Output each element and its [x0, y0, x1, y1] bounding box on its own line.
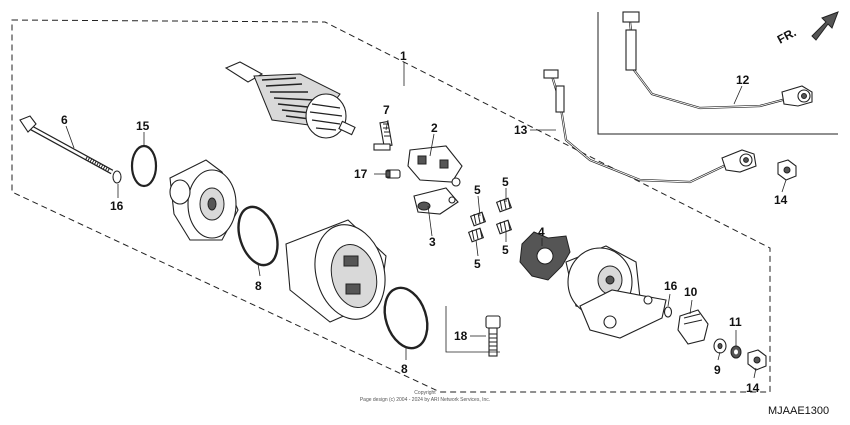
callout-17: 17	[354, 167, 368, 181]
brush-spring-5c[interactable]	[467, 227, 485, 243]
through-bolt-6[interactable]	[19, 115, 114, 175]
callout-15: 15	[136, 119, 150, 133]
o-ring-8-left[interactable]	[232, 202, 285, 270]
leader-lines	[65, 62, 787, 379]
nut-14-upper[interactable]	[777, 159, 797, 181]
callout-4: 4	[538, 225, 545, 239]
starter-cable-12[interactable]	[622, 11, 813, 110]
washer-9[interactable]	[713, 338, 727, 354]
callout-13: 13	[514, 123, 528, 137]
bolt-18[interactable]	[485, 315, 501, 357]
callout-12: 12	[736, 73, 750, 87]
callout-5b: 5	[502, 175, 509, 189]
o-ring-15[interactable]	[130, 144, 158, 188]
callout-18: 18	[454, 329, 468, 343]
callout-3: 3	[429, 235, 436, 249]
diagram-part-code: MJAAE1300	[768, 405, 829, 417]
callout-11: 11	[729, 315, 742, 329]
callout-6: 6	[61, 113, 68, 127]
brush-spring-5d[interactable]	[495, 219, 513, 235]
terminal-10[interactable]	[677, 309, 709, 345]
rear-cover[interactable]	[565, 245, 667, 339]
callout-7: 7	[383, 103, 390, 117]
callout-5d: 5	[474, 257, 481, 271]
o-ring-8-right[interactable]	[377, 282, 434, 353]
callout-10: 10	[684, 285, 698, 299]
nut-14-lower[interactable]	[747, 349, 767, 371]
front-direction-label: FR.	[775, 25, 799, 46]
starter-cable-13[interactable]	[543, 69, 757, 184]
copyright-line1: Copyright	[414, 390, 436, 396]
spring-washer-11[interactable]	[730, 345, 742, 359]
copyright-line2: Page design (c) 2004 - 2024 by ARI Netwo…	[360, 397, 490, 403]
brush-plate-3[interactable]	[413, 187, 459, 215]
callout-16a: 16	[110, 199, 124, 213]
starter-yoke[interactable]	[285, 217, 395, 327]
washer-16-left[interactable]	[112, 170, 122, 184]
brush-holder-2[interactable]	[407, 145, 463, 187]
callout-5a: 5	[474, 183, 481, 197]
callout-16b: 16	[664, 279, 678, 293]
callout-14a: 14	[774, 193, 788, 207]
front-cover[interactable]	[169, 159, 239, 241]
armature[interactable]	[224, 61, 356, 139]
brush-spring-5a[interactable]	[469, 211, 487, 227]
cable-inset-frame	[597, 12, 838, 135]
front-arrow-icon	[811, 11, 839, 41]
callout-5c: 5	[502, 243, 509, 257]
brush-spring-5b[interactable]	[495, 197, 513, 213]
washer-16-right[interactable]	[663, 306, 673, 318]
assembly-frame	[11, 19, 771, 393]
screw-7[interactable]	[373, 120, 393, 151]
screw-17[interactable]	[385, 169, 401, 179]
callout-1: 1	[400, 49, 407, 63]
callout-8b: 8	[401, 362, 408, 376]
callout-8a: 8	[255, 279, 262, 293]
callout-2: 2	[431, 121, 438, 135]
callout-9: 9	[714, 363, 721, 377]
callout-14b: 14	[746, 381, 760, 395]
damper-4[interactable]	[519, 231, 571, 281]
